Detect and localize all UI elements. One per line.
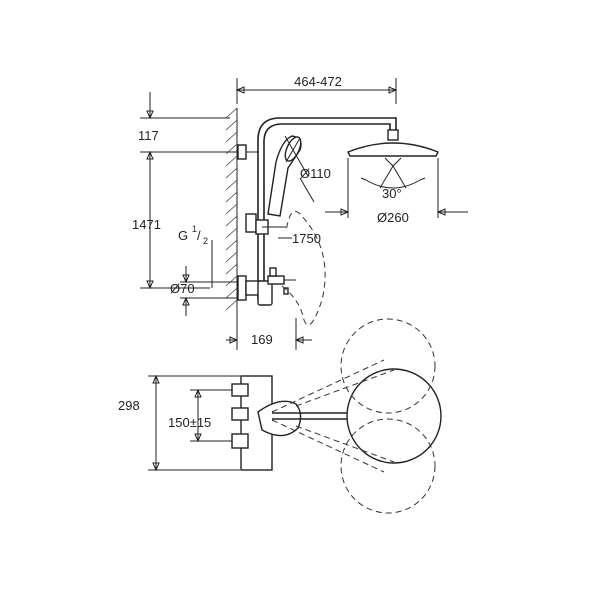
elevation-view: 464-472 117 1471 Ø110 30° bbox=[132, 74, 468, 350]
dim-projection: 169 bbox=[226, 312, 312, 350]
dim-hand-shower-label: Ø110 bbox=[300, 166, 331, 181]
svg-text:G: G bbox=[178, 228, 188, 243]
dim-hose: 1750 bbox=[278, 231, 321, 246]
plan-swivel-positions bbox=[271, 318, 436, 514]
dim-valve: Ø70 bbox=[170, 266, 238, 316]
riser-and-arm bbox=[237, 117, 397, 300]
dim-thread-num: 1 bbox=[192, 224, 197, 234]
dim-centers-label: 150±15 bbox=[168, 415, 211, 430]
dim-hand-shower: Ø110 bbox=[284, 135, 331, 203]
dim-width-label: 464-472 bbox=[294, 74, 342, 89]
dim-hose-label: 1750 bbox=[292, 231, 321, 246]
dim-angle: 30° bbox=[382, 186, 402, 201]
dim-valve-label: Ø70 bbox=[170, 281, 195, 296]
dim-height-label: 1471 bbox=[132, 217, 161, 232]
dim-centers: 150±15 bbox=[168, 388, 232, 443]
dim-thread: G 1 / 2 bbox=[178, 224, 213, 288]
plan-view: 298 150±15 bbox=[118, 318, 442, 514]
dim-head-shower-label: Ø260 bbox=[377, 210, 409, 225]
dim-plan-depth-label: 298 bbox=[118, 398, 140, 413]
dim-thread-label: G bbox=[178, 228, 188, 243]
dim-top: 117 bbox=[138, 92, 238, 168]
dim-head-shower: Ø260 bbox=[325, 158, 468, 225]
dim-projection-label: 169 bbox=[251, 332, 273, 347]
wall bbox=[225, 107, 238, 312]
plan-head-shower bbox=[346, 368, 442, 464]
dim-thread-den: 2 bbox=[203, 236, 208, 246]
plan-brackets bbox=[228, 383, 249, 449]
thermostat bbox=[237, 210, 326, 326]
dim-angle-label: 30° bbox=[382, 186, 402, 201]
wall-hatching bbox=[225, 107, 238, 311]
hand-shower bbox=[267, 135, 302, 217]
dim-width: 464-472 bbox=[235, 74, 398, 104]
dim-thread-slash: / bbox=[197, 228, 201, 243]
dim-height: 1471 bbox=[132, 152, 210, 290]
dim-top-label: 117 bbox=[138, 128, 159, 143]
plan-arm-head bbox=[257, 368, 442, 464]
head-shower bbox=[347, 129, 439, 189]
dim-plan-depth: 298 bbox=[118, 374, 240, 472]
